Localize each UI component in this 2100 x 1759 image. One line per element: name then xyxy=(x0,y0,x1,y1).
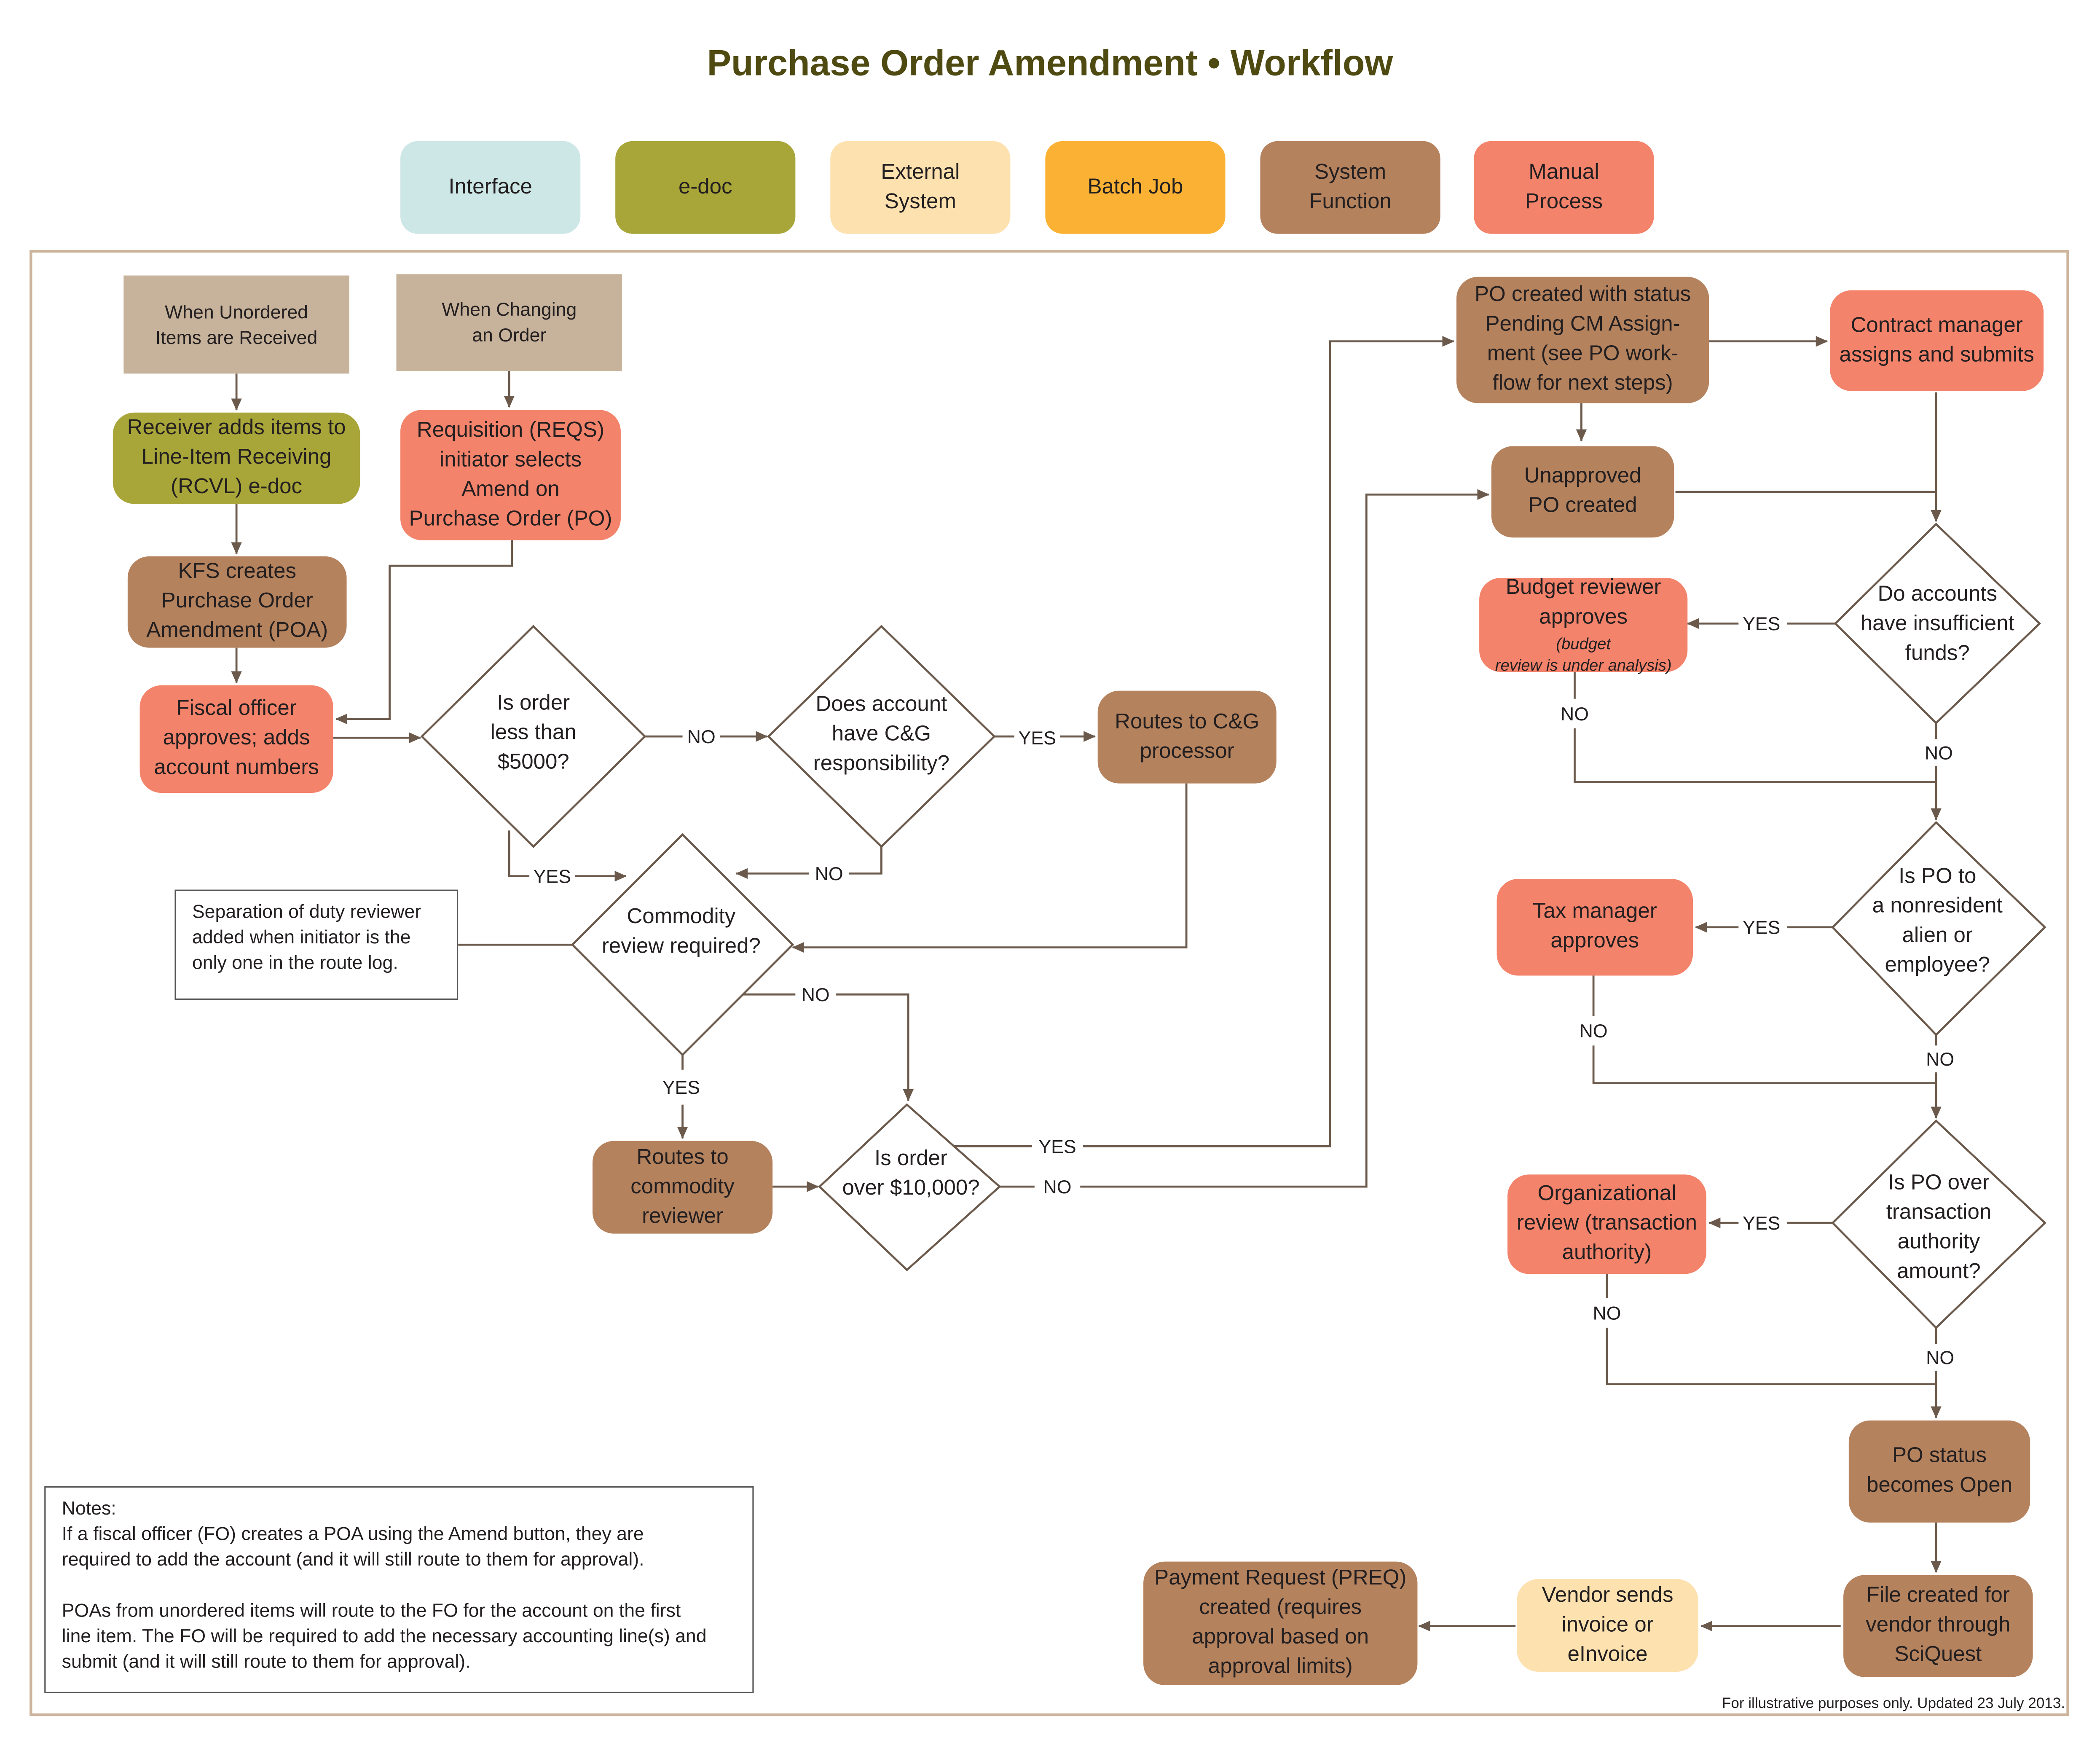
footer-note: For illustrative purposes only. Updated … xyxy=(1722,1696,2065,1712)
decision-nonresident-shape xyxy=(1831,821,2046,1037)
separation-of-duty-note: Separation of duty reviewer added when i… xyxy=(174,889,459,1000)
budget-reviewer-note: (budget review is under analysis) xyxy=(1495,634,1672,675)
label-funds-no: NO xyxy=(1920,741,1957,763)
label-nonresident-no: NO xyxy=(1922,1048,1958,1070)
decision-funds-shape xyxy=(1834,523,2041,725)
notes-box: Notes: If a fiscal officer (FO) creates … xyxy=(44,1486,754,1694)
label-ta-no: NO xyxy=(1922,1346,1958,1368)
label-funds-yes: YES xyxy=(1738,612,1784,634)
link-10000-yes-b xyxy=(1083,336,1455,1147)
label-tax-no: NO xyxy=(1575,1020,1612,1042)
contract-manager-assigns: Contract manager assigns and submits xyxy=(1830,290,2044,391)
decision-transaction-authority: Is PO over transaction authority amount? xyxy=(1886,1172,1992,1284)
label-commodity-no: NO xyxy=(797,983,834,1005)
label-nonresident-yes: YES xyxy=(1738,916,1784,938)
decision-nonresident-alien: Is PO to a nonresident alien or employee… xyxy=(1872,865,2003,977)
link-org-no-b xyxy=(1606,1327,1936,1386)
routes-to-commodity-reviewer: Routes to commodity reviewer xyxy=(592,1141,773,1234)
fiscal-officer-approves: Fiscal officer approves; adds account nu… xyxy=(139,685,333,793)
decision-less5000-shape xyxy=(420,625,646,848)
routes-to-cg-processor: Routes to C&G processor xyxy=(1097,690,1277,784)
payment-request-created: Payment Request (PREQ) created (requires… xyxy=(1143,1561,1418,1685)
label-org-no: NO xyxy=(1588,1302,1625,1324)
budget-reviewer-approves: Budget reviewer approves (budget review … xyxy=(1479,577,1688,674)
legend-edoc: e-doc xyxy=(615,141,796,234)
label-10000-no: NO xyxy=(1039,1176,1076,1198)
link-less5000-yes-a xyxy=(508,830,532,878)
link-requisition-to-fiscal xyxy=(335,540,513,725)
label-less5000-yes: YES xyxy=(529,865,575,887)
link-cgproc-to-commodity xyxy=(792,783,1188,953)
requisition-initiator-amend: Requisition (REQS) initiator selects Ame… xyxy=(400,410,621,540)
po-created-pending-cm: PO created with status Pending CM Assign… xyxy=(1456,277,1709,403)
decision-ta-shape xyxy=(1831,1119,2046,1329)
trigger-unordered-items: When Unordered Items are Received xyxy=(123,275,349,374)
label-budget-no: NO xyxy=(1556,703,1593,725)
legend-interface: Interface xyxy=(400,141,581,234)
label-less5000-no: NO xyxy=(683,725,720,747)
page-title: Purchase Order Amendment • Workflow xyxy=(707,43,1393,83)
link-budget-no-b xyxy=(1574,728,1936,783)
decision-order-less-5000: Is order less than $5000? xyxy=(490,692,577,774)
legend-manual-process: Manual Process xyxy=(1474,141,1654,234)
budget-reviewer-label: Budget reviewer approves xyxy=(1505,576,1661,629)
trigger-changing-order: When Changing an Order xyxy=(396,274,622,371)
link-10000-no-b xyxy=(1080,489,1490,1188)
decision-cg-shape xyxy=(767,625,996,848)
label-ta-yes: YES xyxy=(1738,1212,1784,1234)
unapproved-po-created: Unapproved PO created xyxy=(1491,446,1674,538)
legend-batch-job: Batch Job xyxy=(1045,141,1226,234)
decision-commodity-review: Commodity review required? xyxy=(601,905,761,959)
link-cg-no-a xyxy=(849,846,882,875)
legend-external-system: External System xyxy=(830,141,1011,234)
link-commodity-no-b xyxy=(835,993,914,1101)
vendor-sends-invoice: Vendor sends invoice or eInvoice xyxy=(1517,1579,1698,1672)
label-cg-yes: YES xyxy=(1014,727,1060,749)
receiver-adds-items-edoc: Receiver adds items to Line-Item Receivi… xyxy=(113,412,360,504)
decision-commodity-shape xyxy=(571,833,794,1057)
legend-system-function: System Function xyxy=(1260,141,1440,234)
link-tax-no-b xyxy=(1592,1045,1936,1084)
decision-insufficient-funds: Do accounts have insufficient funds? xyxy=(1860,583,2014,666)
label-commodity-yes: YES xyxy=(658,1076,704,1098)
diagram-frame xyxy=(30,250,2069,1716)
organizational-review: Organizational review (transaction autho… xyxy=(1507,1174,1706,1274)
decision-account-cg: Does account have C&G responsibility? xyxy=(813,693,950,776)
label-10000-yes: YES xyxy=(1034,1135,1081,1157)
tax-manager-approves: Tax manager approves xyxy=(1497,879,1693,976)
file-created-sciquest: File created for vendor through SciQuest xyxy=(1843,1575,2033,1677)
label-cg-no: NO xyxy=(811,862,848,884)
decision-10000-shape xyxy=(818,1103,1001,1272)
kfs-creates-poa: KFS creates Purchase Order Amendment (PO… xyxy=(127,556,347,648)
decision-order-over-10000: Is order over $10,000? xyxy=(842,1147,980,1200)
po-status-open: PO status becomes Open xyxy=(1848,1420,2030,1523)
